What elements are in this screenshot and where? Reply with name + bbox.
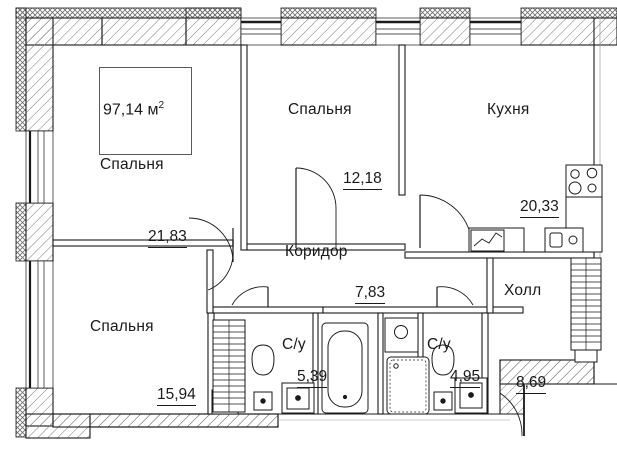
- room-area-bathroom-left: 5,39: [297, 368, 328, 388]
- total-area-number: 97,14: [103, 101, 144, 119]
- kitchen-fixtures: [468, 164, 603, 253]
- right-bottom-wall-block: [499, 359, 595, 415]
- room-area-hall: 8,69: [516, 374, 547, 394]
- top-wall-segments: [25, 17, 617, 46]
- kitchen-counter-appliance: [468, 227, 525, 253]
- room-area-kitchen: 20,33: [520, 198, 559, 218]
- room-label-kitchen: Кухня: [487, 101, 530, 118]
- washbasin-mirror-cabinet: [384, 317, 419, 353]
- window-top-1: [240, 17, 282, 46]
- bathtub: [321, 322, 369, 414]
- room-label-bedroom-bottom-left: Спальня: [90, 318, 154, 335]
- stove-4-burner: [565, 164, 603, 198]
- doors: [188, 167, 525, 437]
- room-area-bedroom-bottom-left: 15,94: [157, 386, 196, 406]
- door-bath-right: [436, 286, 474, 307]
- room-label-bathroom-left: С/у: [282, 336, 306, 353]
- window-left-2: [25, 260, 54, 389]
- room-label-hall: Холл: [504, 282, 542, 299]
- interior-walls: [52, 44, 595, 415]
- total-area-unit: м: [147, 101, 159, 119]
- total-area-box: [99, 67, 192, 155]
- toilet-right: [431, 344, 455, 411]
- door-bedroom-middle: [295, 167, 337, 248]
- wardrobe-right: [570, 257, 602, 363]
- kitchen-sink: [544, 227, 584, 253]
- window-left-1: [25, 130, 54, 204]
- wall-insulation-layer: [15, 7, 617, 438]
- room-label-corridor: Коридор: [285, 243, 348, 260]
- toilet-left: [251, 344, 275, 411]
- door-bath-left: [231, 286, 269, 307]
- washbasin-right: [454, 377, 488, 414]
- room-label-bedroom-top-left: Спальня: [100, 156, 164, 173]
- door-bedroom-bottom-left: [207, 228, 234, 291]
- window-top-3: [469, 17, 522, 46]
- bottom-wall: [25, 413, 510, 439]
- bathroom-fixtures: [211, 317, 488, 415]
- room-area-corridor: 7,83: [355, 284, 386, 304]
- shower-tray: [386, 356, 430, 415]
- washbasin-left: [281, 382, 315, 414]
- room-label-bathroom-right: С/у: [427, 336, 451, 353]
- room-area-bedroom-top-left: 21,83: [148, 228, 187, 248]
- room-area-bedroom-middle: 12,18: [343, 170, 382, 190]
- total-area-value: 97,14 м2: [103, 100, 164, 119]
- window-top-2: [375, 17, 421, 46]
- room-label-bedroom-middle: Спальня: [288, 101, 352, 118]
- room-area-bathroom-right: 4,95: [450, 368, 481, 388]
- wardrobe-left: [212, 319, 246, 413]
- total-area-unit-exponent: 2: [158, 100, 165, 111]
- door-kitchen: [419, 194, 473, 248]
